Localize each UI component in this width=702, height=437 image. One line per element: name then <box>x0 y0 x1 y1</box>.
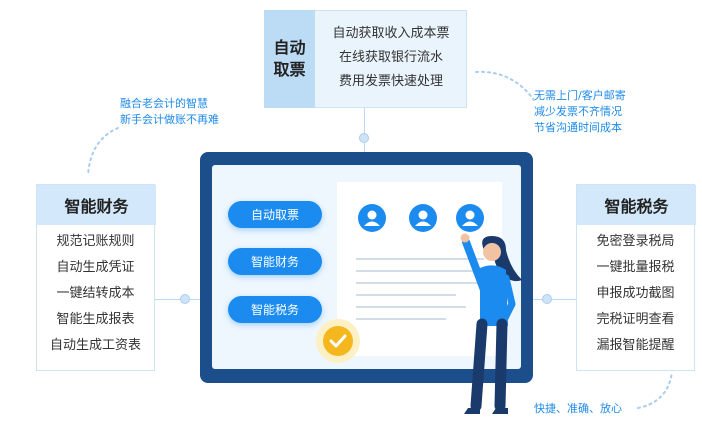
right-note-bottom: 快捷、准确、放心 <box>534 402 622 415</box>
left-note-line: 融合老会计的智慧 <box>120 97 208 110</box>
right-note-arc <box>475 70 535 101</box>
user-icon <box>415 210 431 226</box>
user-icon <box>364 210 380 226</box>
pill-auto-ticket[interactable]: 自动取票 <box>228 201 322 228</box>
list-item: 规范记账规则 <box>56 234 135 249</box>
connector-line <box>155 299 181 300</box>
list-item: 智能生成报表 <box>56 312 135 327</box>
pill-smart-finance[interactable]: 智能财务 <box>228 248 322 275</box>
connector-dot <box>359 133 369 143</box>
right-note-line: 节省沟通时间成本 <box>534 121 622 134</box>
right-card: 智能税务 免密登录税局 一键批量报税 申报成功截图 完税证明查看 漏报智能提醒 <box>576 184 696 371</box>
connector-line <box>552 299 576 300</box>
right-note-line: 减少发票不齐情况 <box>534 105 622 118</box>
avatar <box>456 204 484 232</box>
right-card-title: 智能税务 <box>577 185 696 225</box>
connector-dot <box>180 294 190 304</box>
person-illustration <box>460 233 522 414</box>
connector-line <box>533 299 543 300</box>
user-icon <box>462 210 478 226</box>
list-item: 费用发票快速处理 <box>338 74 443 89</box>
left-note-arc <box>87 127 119 177</box>
list-item: 在线获取银行流水 <box>338 50 443 65</box>
left-card: 智能财务 规范记账规则 自动生成凭证 一键结转成本 智能生成报表 自动生成工资表 <box>36 184 156 371</box>
doc-line <box>356 270 484 272</box>
list-item: 一键结转成本 <box>56 286 135 301</box>
right-card-list: 免密登录税局 一键批量报税 申报成功截图 完税证明查看 漏报智能提醒 <box>577 225 694 359</box>
list-item: 自动生成凭证 <box>56 260 135 275</box>
connector-dot <box>542 294 552 304</box>
right-note-top: 无需上门/客户邮寄 减少发票不齐情况 节省沟通时间成本 <box>534 88 626 136</box>
doc-line <box>356 306 466 308</box>
left-card-title: 智能财务 <box>37 185 156 225</box>
connector-line <box>190 299 200 300</box>
list-item: 漏报智能提醒 <box>596 338 675 353</box>
list-item: 自动生成工资表 <box>49 338 141 353</box>
check-badge-icon <box>316 319 360 363</box>
list-item: 一键批量报税 <box>596 260 675 275</box>
list-item: 自动获取收入成本票 <box>332 26 450 41</box>
top-title-line2: 取票 <box>273 60 306 79</box>
list-item: 申报成功截图 <box>596 286 675 301</box>
doc-line <box>356 258 484 260</box>
list-item: 完税证明查看 <box>596 312 675 327</box>
doc-line <box>356 282 484 284</box>
connector-line <box>364 108 365 134</box>
left-note-line: 新手会计做账不再难 <box>120 113 219 126</box>
list-item: 免密登录税局 <box>596 234 675 249</box>
top-card-list: 自动获取收入成本票 在线获取银行流水 费用发票快速处理 <box>318 22 464 94</box>
left-card-list: 规范记账规则 自动生成凭证 一键结转成本 智能生成报表 自动生成工资表 <box>37 225 154 359</box>
top-card-title: 自动 取票 <box>264 10 315 108</box>
right-note-line: 无需上门/客户邮寄 <box>534 89 626 102</box>
connector-line <box>364 143 365 152</box>
left-note: 融合老会计的智慧 新手会计做账不再难 <box>120 96 219 128</box>
top-title-line1: 自动 <box>273 38 306 57</box>
avatar <box>409 204 437 232</box>
pill-smart-tax[interactable]: 智能税务 <box>228 296 322 323</box>
doc-line <box>356 318 446 320</box>
avatar <box>358 204 386 232</box>
right-bottom-arc <box>637 371 673 409</box>
doc-line <box>356 294 456 296</box>
